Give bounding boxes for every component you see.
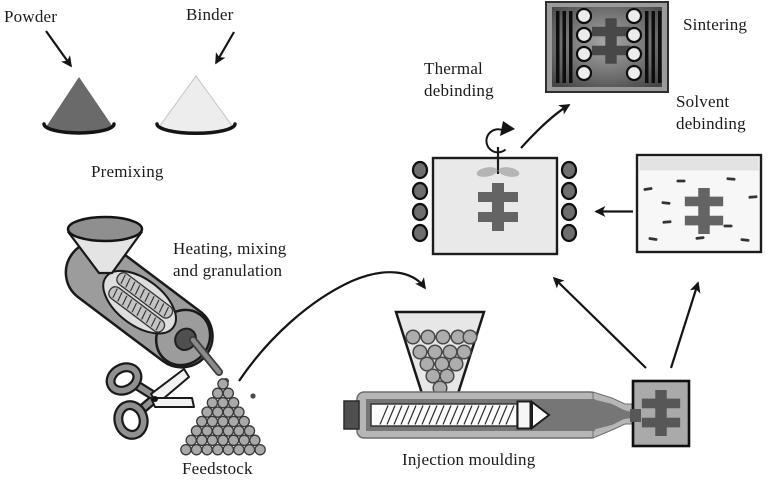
label-feedstock: Feedstock <box>182 459 253 478</box>
label-heating-mixing-granulation: Heating, mixing and granulation <box>173 239 287 281</box>
label-binder: Binder <box>186 5 234 24</box>
barrel-end-block <box>343 400 360 430</box>
sintering-furnace <box>545 1 669 93</box>
granule-dot <box>250 393 256 399</box>
furnace-bars <box>556 11 662 83</box>
mould-to-thermal-arrow <box>552 276 647 369</box>
check-ring <box>516 400 532 430</box>
label-sintering: Sintering <box>683 15 748 34</box>
feedstock-to-hopper-arrow <box>238 271 426 382</box>
feedstock-pile <box>180 378 266 456</box>
binder-cone <box>155 75 237 135</box>
furnace-heaters <box>575 7 643 82</box>
stirring-fan <box>476 167 520 177</box>
scissors-icon <box>105 362 195 440</box>
screw-tip <box>531 399 551 431</box>
label-thermal-debinding: Thermal debinding <box>424 59 494 101</box>
extruder <box>64 215 256 399</box>
powder-arrow <box>45 30 72 68</box>
solvent-drops <box>643 177 758 242</box>
binder-arrow <box>215 31 235 65</box>
solvent-debinding-tank <box>635 153 763 254</box>
rotation-arrow <box>485 128 507 154</box>
label-solvent-debinding: Solvent debinding <box>676 92 746 134</box>
mould-to-solvent-arrow <box>669 281 701 369</box>
powder-cone <box>42 77 116 135</box>
thermal-to-sintering-arrow <box>520 104 571 149</box>
label-premixing: Premixing <box>91 162 164 181</box>
mould <box>630 379 691 448</box>
thermal-debinding-oven <box>411 121 578 256</box>
label-injection-moulding: Injection moulding <box>402 450 536 469</box>
injection-moulding-machine <box>343 310 633 439</box>
heater-elements <box>411 160 578 243</box>
screw <box>379 405 515 425</box>
label-powder: Powder <box>4 7 58 26</box>
